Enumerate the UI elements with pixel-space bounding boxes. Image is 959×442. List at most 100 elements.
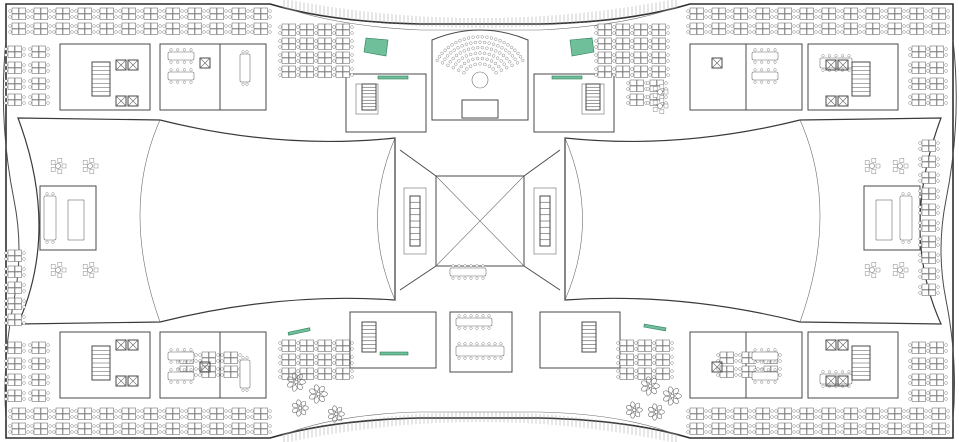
desk-pod <box>818 407 840 420</box>
desk-pod <box>774 422 796 435</box>
auditorium-seat <box>460 56 464 60</box>
desk-pod <box>594 37 616 50</box>
desk-pod <box>314 367 336 380</box>
desk-pod <box>918 235 940 248</box>
desk-pod <box>220 351 242 364</box>
lounge-cluster <box>864 262 881 278</box>
tree-symbol <box>641 376 660 396</box>
desk-pod <box>840 422 862 435</box>
desk-pod <box>118 22 140 35</box>
auditorium-seat <box>460 44 464 48</box>
auditorium-seat <box>501 53 506 58</box>
meeting-table <box>899 192 913 244</box>
desk-pod <box>296 367 318 380</box>
desk-pod <box>908 341 930 354</box>
auditorium-seat <box>494 37 498 41</box>
elevator <box>199 57 211 69</box>
auditorium-seat <box>466 47 471 51</box>
tree-symbol <box>287 372 306 392</box>
desk-pod <box>630 37 652 50</box>
desk-pod <box>206 422 228 435</box>
desk-pod <box>906 422 928 435</box>
desk-pod <box>28 389 50 402</box>
auditorium-seat <box>435 58 439 63</box>
desk-pod <box>140 7 162 20</box>
auditorium-seat <box>480 46 484 50</box>
desk-pod <box>818 422 840 435</box>
auditorium-seat <box>448 60 452 64</box>
desk-pod <box>4 45 26 58</box>
desk-pod <box>4 357 26 370</box>
desk-pod <box>730 22 752 35</box>
desk-pod <box>634 339 656 352</box>
desk-pod <box>52 407 74 420</box>
desk-pod <box>906 22 928 35</box>
auditorium-seat <box>462 71 466 75</box>
auditorium-seat <box>509 45 514 50</box>
desk-pod <box>118 422 140 435</box>
auditorium-seat <box>458 51 462 55</box>
desk-pod <box>752 407 774 420</box>
desk-pod <box>184 407 206 420</box>
desk-pod <box>918 203 940 216</box>
desk-pod <box>862 422 884 435</box>
auditorium-seat <box>440 61 445 65</box>
desk-pod <box>926 93 948 106</box>
desk-pod <box>652 367 674 380</box>
desk-pod <box>332 23 354 36</box>
auditorium-seat <box>446 45 451 50</box>
auditorium-seat <box>485 57 489 61</box>
auditorium-seat <box>496 44 500 48</box>
desk-pod <box>28 357 50 370</box>
desk-pod <box>918 155 940 168</box>
desk-pod <box>184 22 206 35</box>
desk-pod <box>928 422 950 435</box>
desk-pod <box>774 22 796 35</box>
meeting-table <box>449 264 487 280</box>
auditorium-seat <box>491 42 496 46</box>
desk-pod <box>206 407 228 420</box>
desk-pod <box>752 422 774 435</box>
desk-pod <box>630 51 652 64</box>
desk-pod <box>612 65 634 78</box>
elevator <box>711 361 723 373</box>
auditorium-seat <box>452 48 456 52</box>
desk-pod <box>908 373 930 386</box>
desk-pod <box>228 407 250 420</box>
auditorium-seat <box>462 61 467 66</box>
auditorium-seat <box>478 62 482 66</box>
auditorium-seat <box>498 39 502 43</box>
auditorium-seat <box>494 49 498 53</box>
tree-symbol <box>626 401 643 419</box>
desk-pod <box>296 37 318 50</box>
elevator <box>127 59 139 71</box>
auditorium-seat <box>454 41 458 45</box>
auditorium-seat <box>476 35 480 39</box>
desk-pod <box>686 407 708 420</box>
desk-pod <box>774 7 796 20</box>
desk-pod <box>28 61 50 74</box>
auditorium-seat <box>497 64 501 69</box>
desk-pod <box>296 353 318 366</box>
auditorium-seat <box>473 62 477 67</box>
auditorium-seat <box>440 51 444 56</box>
desk-pod <box>30 7 52 20</box>
elevator <box>837 375 849 387</box>
elevator <box>115 375 127 387</box>
desk-pod <box>228 422 250 435</box>
auditorium-seat <box>502 41 506 45</box>
stair-core <box>91 345 111 381</box>
desk-pod <box>752 7 774 20</box>
desk-pod <box>686 422 708 435</box>
desk-pod <box>926 45 948 58</box>
west-office-zone <box>39 43 267 399</box>
desk-pod <box>8 7 30 20</box>
desk-pod <box>296 23 318 36</box>
desk-pod <box>314 339 336 352</box>
desk-pod <box>928 22 950 35</box>
desk-pod <box>926 341 948 354</box>
desk-pod <box>198 365 220 378</box>
auditorium-seat <box>499 68 504 72</box>
auditorium-seat <box>487 64 492 68</box>
